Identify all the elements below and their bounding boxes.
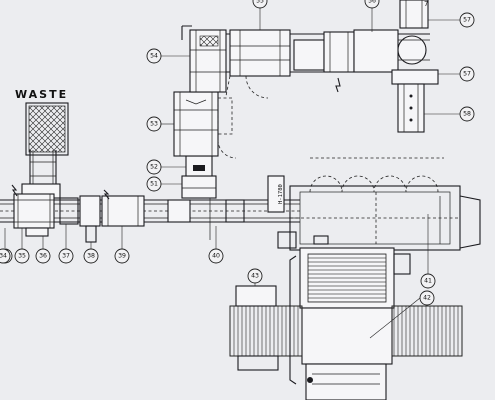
tag-label: H-1780 bbox=[278, 184, 284, 204]
callout-54: 54 bbox=[146, 48, 190, 64]
callout-37: 37 bbox=[58, 224, 74, 264]
svg-text:38: 38 bbox=[87, 253, 95, 260]
callout-35: 35 bbox=[14, 228, 30, 264]
svg-text:57: 57 bbox=[463, 17, 471, 24]
waste-bin: WASTE bbox=[15, 88, 69, 199]
waste-title: WASTE bbox=[15, 88, 68, 101]
svg-text:41: 41 bbox=[424, 278, 432, 285]
callout-43: 43 bbox=[247, 268, 263, 286]
svg-text:39: 39 bbox=[118, 253, 126, 260]
callout-38: 38 bbox=[83, 242, 99, 264]
callout-40: 40 bbox=[208, 226, 224, 264]
svg-text:56: 56 bbox=[368, 0, 376, 5]
partial-label: 7 bbox=[424, 0, 428, 8]
svg-text:40: 40 bbox=[212, 253, 220, 260]
callout-34: 34 bbox=[0, 248, 11, 264]
svg-text:58: 58 bbox=[463, 111, 471, 118]
svg-text:52: 52 bbox=[150, 164, 158, 171]
svg-text:54: 54 bbox=[150, 53, 158, 60]
callout-58: 58 bbox=[424, 106, 475, 122]
svg-text:35: 35 bbox=[18, 253, 26, 260]
callout-51: 51 bbox=[146, 176, 182, 192]
callout-52: 52 bbox=[146, 159, 186, 175]
vertical-tower bbox=[173, 25, 237, 199]
lower-table bbox=[229, 247, 463, 400]
callout-57-bottom: 57 bbox=[438, 66, 475, 82]
svg-text:37: 37 bbox=[62, 253, 70, 260]
svg-text:53: 53 bbox=[150, 121, 158, 128]
callout-41: 41 bbox=[420, 214, 436, 289]
svg-text:43: 43 bbox=[251, 273, 259, 280]
svg-text:42: 42 bbox=[423, 295, 431, 302]
callout-42: 42 bbox=[369, 290, 435, 339]
svg-text:55: 55 bbox=[256, 0, 264, 5]
callouts: 33 34 35 36 37 38 39 40 bbox=[0, 0, 475, 339]
callout-55: 55 bbox=[252, 0, 268, 30]
main-conveyor bbox=[0, 184, 300, 243]
svg-text:51: 51 bbox=[150, 181, 158, 188]
callout-39: 39 bbox=[114, 226, 130, 264]
upper-line: 7 bbox=[225, 0, 439, 133]
callout-57-top: 57 bbox=[428, 12, 475, 28]
svg-text:34: 34 bbox=[0, 253, 7, 260]
callout-53: 53 bbox=[146, 116, 174, 132]
svg-text:36: 36 bbox=[39, 253, 47, 260]
callout-56: 56 bbox=[364, 0, 380, 32]
press-area: H-1780 bbox=[267, 157, 481, 251]
callout-36: 36 bbox=[35, 236, 51, 264]
svg-text:57: 57 bbox=[463, 71, 471, 78]
